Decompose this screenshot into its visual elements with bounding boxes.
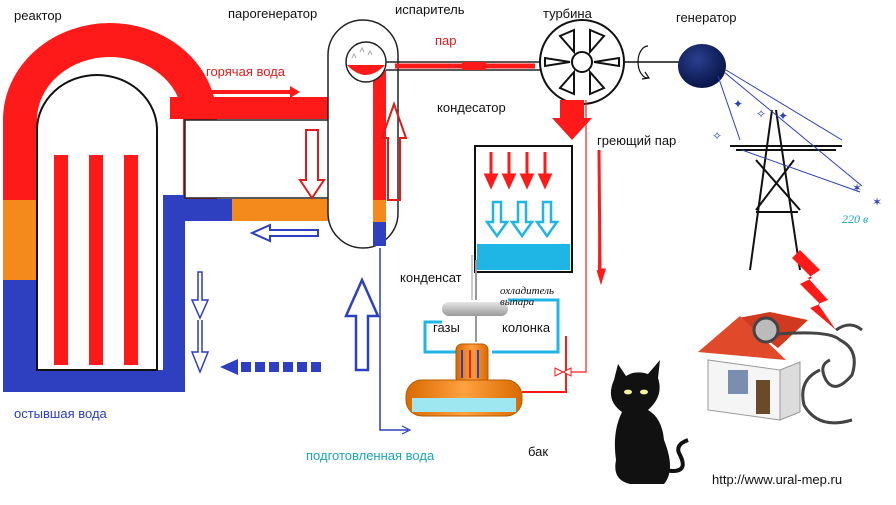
stethoscope-icon <box>752 316 863 425</box>
heating-steam-pipe <box>554 100 607 377</box>
generator <box>678 44 726 88</box>
arrow-icon <box>249 223 319 243</box>
fuel-rod <box>54 155 68 365</box>
dashed-arrow-icon <box>220 359 321 375</box>
svg-text:✧: ✧ <box>712 129 722 143</box>
svg-text:✦: ✦ <box>778 109 788 123</box>
reactor <box>3 23 217 392</box>
tank <box>405 336 567 417</box>
power-lines <box>717 69 863 193</box>
url-label[interactable]: http://www.ural-mep.ru <box>712 472 843 487</box>
evaporator <box>345 41 387 83</box>
heating-steam-label: греющий пар <box>597 133 677 148</box>
turbine-label: турбина <box>543 6 592 21</box>
condensate-label: конденсат <box>400 270 462 285</box>
steam-generator-label: парогенератор <box>228 6 318 21</box>
evaporator-label: испаритель <box>395 2 465 17</box>
flow-arrow-icon <box>552 100 592 140</box>
fuel-rod <box>89 155 103 365</box>
prepared-water-label: подготовленная вода <box>306 448 435 463</box>
tank-label: бак <box>528 444 549 459</box>
vapor-cooler <box>442 302 508 316</box>
flow-arrows <box>190 86 408 375</box>
svg-text:✶: ✶ <box>852 181 862 195</box>
arrow-icon <box>298 129 326 200</box>
reactor-label: реактор <box>14 8 62 23</box>
condenser <box>474 145 573 273</box>
turbine <box>539 19 680 105</box>
condensate-pipes <box>423 255 560 354</box>
prepared-water-pipe <box>379 248 412 435</box>
vapor-cooler-label: охладитель выпара <box>500 285 555 308</box>
condenser-label: кондесатор <box>437 100 506 115</box>
cat-icon <box>610 360 689 484</box>
lightning-icon <box>792 250 836 330</box>
column-label: колонка <box>502 320 551 335</box>
house-icon <box>698 312 808 421</box>
voltage-label: 220 в <box>842 212 869 226</box>
steam-generator <box>327 19 399 249</box>
arrow-icon <box>202 86 300 98</box>
arrow-icon <box>190 271 210 320</box>
column <box>455 343 489 385</box>
fuel-rod <box>124 155 138 365</box>
cooled-water-label: остывшая вода <box>14 406 107 421</box>
arrow-icon <box>380 100 408 201</box>
generator-label: генератор <box>676 10 737 25</box>
hot-water-label: горячая вода <box>206 64 285 79</box>
svg-text:✶: ✶ <box>872 195 882 209</box>
svg-text:✧: ✧ <box>756 107 766 121</box>
steam-label: пар <box>435 33 457 48</box>
power-tower-icon <box>730 109 842 271</box>
spark-icons: ✦ ✧ ✧ ✦ ✶ ✶ <box>712 97 882 209</box>
arrow-icon <box>344 276 380 372</box>
gases-label: газы <box>433 320 460 335</box>
svg-text:✦: ✦ <box>733 97 743 111</box>
steam-pipe <box>386 61 540 71</box>
valve-icon <box>554 367 572 377</box>
